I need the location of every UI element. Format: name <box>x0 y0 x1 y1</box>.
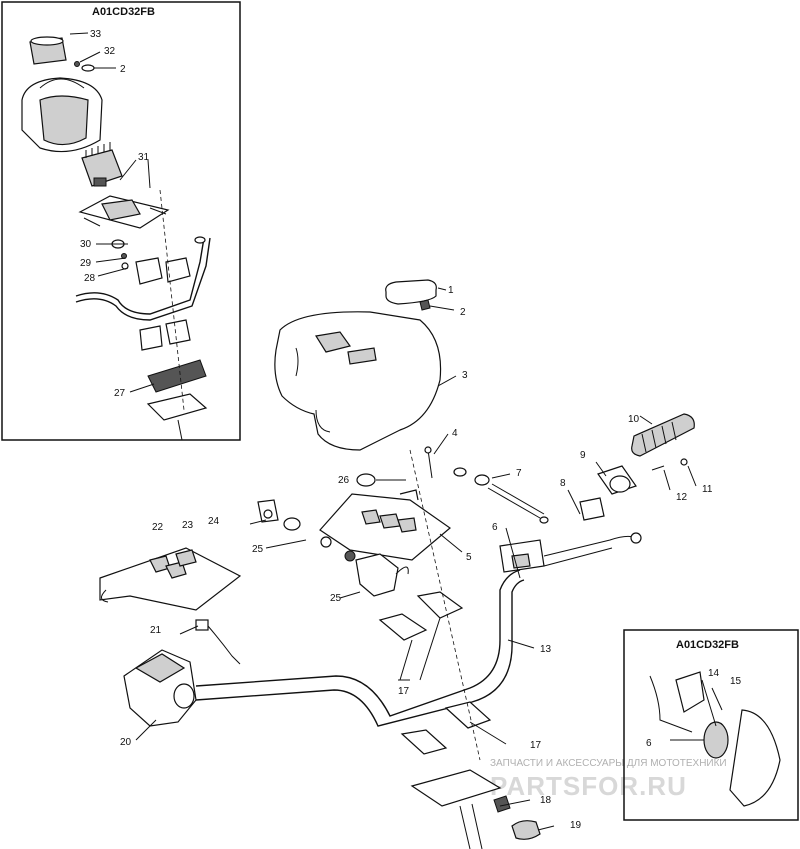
callout: 19 <box>570 820 582 831</box>
grommet <box>257 499 279 523</box>
wire-harness <box>195 619 241 665</box>
leader-lines <box>670 679 723 741</box>
mount-plate <box>146 393 208 421</box>
handlebar-riser <box>147 359 207 393</box>
callout: 2 <box>460 307 466 318</box>
inset-title: A01CD32FB <box>676 639 739 651</box>
handlebar <box>195 569 525 727</box>
callout: 25 <box>330 593 342 604</box>
screw <box>680 458 688 466</box>
grommet <box>283 517 301 531</box>
lower-clamp <box>444 701 492 729</box>
inset-title: A01CD32FB <box>92 6 155 18</box>
callout: 12 <box>676 492 688 503</box>
callout: 13 <box>540 644 552 655</box>
callout: 17 <box>398 686 410 697</box>
master-cylinder-body <box>729 709 781 807</box>
steering-column <box>459 803 483 849</box>
mount-plate <box>410 769 502 807</box>
handlebar-inset <box>75 236 211 321</box>
callout: 4 <box>452 428 458 439</box>
handlebar-cover <box>274 311 442 451</box>
callout: 33 <box>90 29 102 40</box>
callout: 3 <box>462 370 468 381</box>
leader-lines <box>69 32 155 393</box>
lower-clamp <box>139 325 163 351</box>
nut <box>493 795 511 813</box>
bolt <box>427 449 433 479</box>
callout: 23 <box>182 520 194 531</box>
callout: 5 <box>466 552 472 563</box>
washer <box>81 64 95 72</box>
bolt <box>147 159 151 189</box>
mounting-bracket <box>319 489 451 561</box>
throttle-housing <box>597 465 637 495</box>
callout: 21 <box>150 625 162 636</box>
switch-connector <box>344 550 409 597</box>
centerline <box>159 189 185 411</box>
steering-column <box>177 419 183 441</box>
callout: 20 <box>120 737 132 748</box>
switch-block <box>81 142 123 187</box>
callout: 27 <box>114 388 126 399</box>
instrument-bracket <box>78 195 170 229</box>
screw <box>651 465 665 471</box>
cable <box>649 675 693 733</box>
callout: 15 <box>730 676 742 687</box>
callout: 9 <box>580 450 586 461</box>
inset-frame <box>1 1 241 441</box>
callout: 30 <box>80 239 92 250</box>
grip-sleeve <box>579 497 605 521</box>
switch-housing <box>123 649 197 727</box>
callout: 17 <box>530 740 542 751</box>
callout: 6 <box>492 522 498 533</box>
lever-bracket <box>675 671 705 713</box>
callout: 18 <box>540 795 552 806</box>
upper-clamp <box>416 591 464 619</box>
callout: 14 <box>708 668 720 679</box>
throttle-cable <box>453 467 549 524</box>
brake-switch <box>703 721 729 759</box>
callout: 26 <box>338 475 350 486</box>
callout: 29 <box>80 258 92 269</box>
headlight-cover <box>21 77 103 153</box>
centerline <box>409 449 481 761</box>
control-plate <box>99 547 242 611</box>
upper-clamp <box>378 613 428 641</box>
nut <box>356 473 376 487</box>
column-clamp <box>511 820 541 840</box>
speedometer-cap <box>29 36 67 65</box>
brake-master-cylinder <box>499 532 642 573</box>
callout: 25 <box>252 544 264 555</box>
callout: 11 <box>702 484 713 495</box>
callout: 24 <box>208 516 220 527</box>
callout: 32 <box>104 46 116 57</box>
callout: 22 <box>152 522 164 533</box>
callout: 7 <box>516 468 522 479</box>
screw <box>74 61 80 67</box>
bolt-head <box>424 446 432 454</box>
lower-clamp <box>400 729 448 755</box>
inset-top-left: A01CD32FB <box>1 1 241 441</box>
lower-clamp <box>165 319 191 345</box>
callout: 2 <box>120 64 126 75</box>
leader-lines <box>135 287 697 831</box>
callout: 10 <box>628 414 640 425</box>
upper-clamp <box>165 257 191 283</box>
inset-frame <box>623 629 799 821</box>
inset-bottom-right: A01CD32FB 14 15 6 <box>623 629 799 821</box>
callout: 28 <box>84 273 96 284</box>
callout: 8 <box>560 478 566 489</box>
nut <box>419 299 431 311</box>
callout: 6 <box>646 738 652 749</box>
hand-grip <box>631 413 695 457</box>
pad <box>385 279 437 305</box>
watermark-logo: PARTSFOR.RU <box>490 771 687 801</box>
callout: 31 <box>138 152 150 163</box>
upper-clamp <box>135 257 163 285</box>
watermark: ЗАПЧАСТИ И АКСЕССУАРЫ ДЛЯ МОТОТЕХНИКИ PA… <box>490 758 727 801</box>
callout: 1 <box>448 285 454 296</box>
watermark-caption: ЗАПЧАСТИ И АКСЕССУАРЫ ДЛЯ МОТОТЕХНИКИ <box>490 758 727 769</box>
